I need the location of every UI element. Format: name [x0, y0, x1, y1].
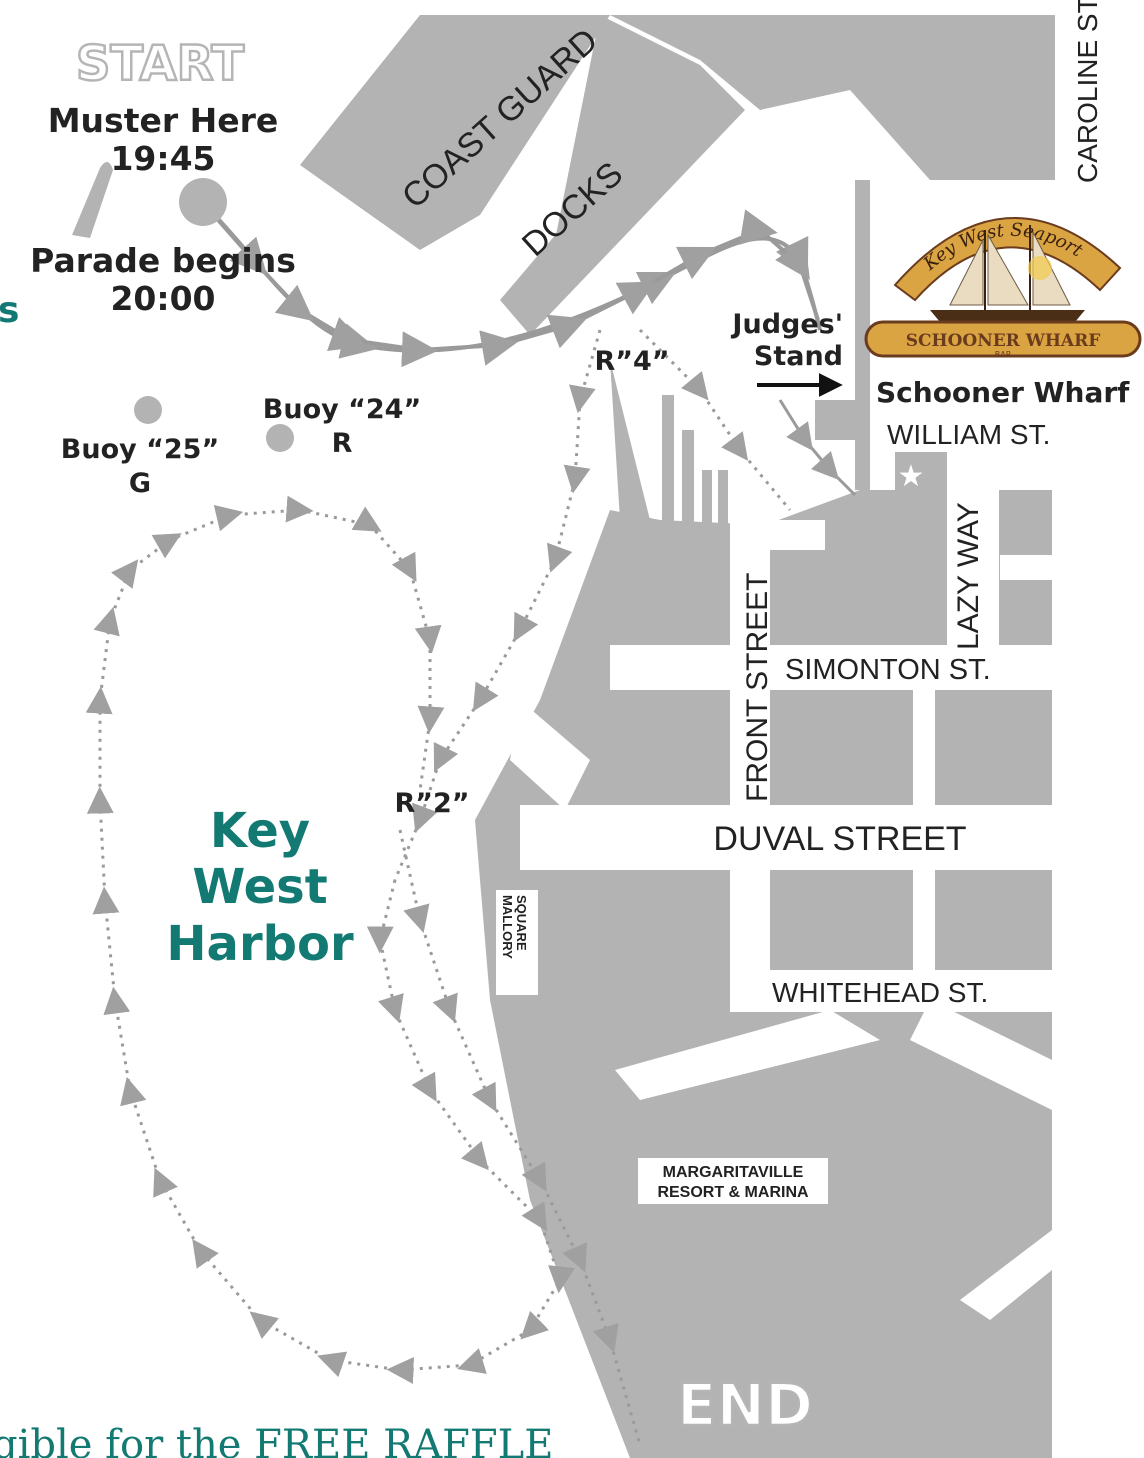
harbor-name-line2: West [192, 859, 327, 915]
lazy-way-street [947, 490, 999, 645]
svg-text:MALLORY: MALLORY [500, 895, 515, 959]
streets [510, 200, 1055, 1320]
harbor-name-line1: Key [210, 803, 310, 859]
margaritaville-road [615, 1010, 880, 1100]
svg-text:RESORT & MARINA: RESORT & MARINA [657, 1184, 809, 1201]
front-notch [770, 520, 825, 550]
start-label: START [76, 36, 245, 92]
muster-boat-icon [72, 161, 113, 238]
block-gap-2 [913, 870, 935, 970]
left-edge-partial: s [0, 290, 19, 331]
wharf-strip [855, 180, 870, 490]
end-label: END [677, 1371, 813, 1439]
parade-time: 20:00 [110, 279, 215, 318]
svg-text:SQUARE: SQUARE [514, 895, 529, 951]
route-judges [778, 399, 857, 497]
duval-street-label: DUVAL STREET [713, 820, 966, 858]
buoy-25-marker [134, 396, 162, 424]
route-loop [85, 495, 575, 1384]
route-solid-arrows [203, 203, 820, 368]
schooner-wharf-label: Schooner Wharf [876, 376, 1130, 409]
duval-street [520, 805, 1055, 870]
dock-finger-3 [702, 470, 712, 525]
lazy-way-label: LAZY WAY [952, 502, 985, 650]
dock-finger-2 [682, 430, 694, 525]
star-building [895, 452, 947, 490]
southeast-road [960, 1230, 1052, 1320]
buoy-24-marker [266, 424, 294, 452]
buoy-25-label: Buoy “25” [61, 434, 219, 465]
r4-label: R”4” [594, 346, 669, 377]
dock-finger-4 [718, 470, 728, 525]
coast-guard-pier [300, 15, 610, 250]
simonton-street [610, 645, 1055, 690]
dock-finger-1 [662, 395, 674, 525]
wharf-dock [815, 400, 860, 440]
whitehead-st-label: WHITEHEAD ST. [772, 977, 988, 1008]
william-st-label: WILLIAM ST. [887, 419, 1050, 450]
front-street [730, 520, 770, 1010]
buoy-24-color: R [332, 428, 353, 459]
svg-text:SCHOONER WHARF: SCHOONER WHARF [906, 331, 1101, 351]
docks-pier [555, 15, 700, 240]
mallory-square-sign: MALLORY SQUARE [496, 890, 538, 995]
front-street-label: FRONT STREET [741, 573, 774, 802]
northeast-road [910, 1000, 1052, 1110]
caroline-st-label: CAROLINE ST. [1072, 0, 1103, 183]
star-icon: ★ [898, 459, 925, 494]
svg-text:BAR: BAR [995, 350, 1012, 359]
harbor-name-line3: Harbor [166, 916, 354, 972]
caroline-street [1000, 555, 1052, 580]
margaritaville-sign: MARGARITAVILLE RESORT & MARINA [638, 1158, 828, 1204]
route-down-left [393, 329, 602, 881]
r2-label: R”2” [394, 788, 469, 819]
buoy-24-label: Buoy “24” [263, 394, 421, 425]
whitehead-street [730, 970, 1055, 1012]
judges-label: Judges' [730, 309, 843, 340]
svg-text:MARGARITAVILLE: MARGARITAVILLE [663, 1164, 804, 1181]
caroline-block [880, 15, 1055, 180]
simonton-st-label: SIMONTON ST. [785, 654, 991, 686]
jetty [610, 360, 650, 520]
raffle-partial-text: gible for the FREE RAFFLE [0, 1422, 553, 1458]
muster-label: Muster Here [48, 101, 279, 140]
route-solid [203, 203, 822, 359]
muster-time: 19:45 [110, 139, 215, 178]
stand-label: Stand [754, 341, 843, 372]
route-exit [398, 829, 642, 1446]
muster-circle [179, 178, 227, 226]
buoy-25-color: G [129, 468, 151, 499]
parade-label: Parade begins [30, 241, 296, 280]
parade-route [85, 203, 857, 1446]
block-gap-1 [913, 690, 935, 805]
